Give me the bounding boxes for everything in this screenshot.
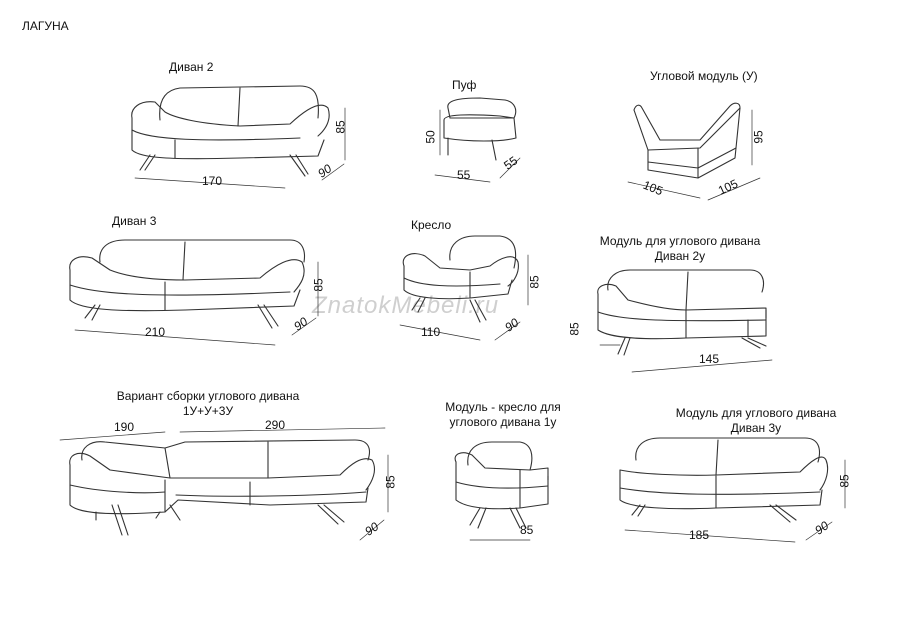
sofa-2u-width: 145 — [699, 352, 720, 366]
corner-sofa-right-width: 290 — [265, 418, 286, 432]
pouf-drawing — [434, 97, 521, 183]
armchair-1u-label-line1: Модуль - кресло для — [445, 400, 561, 414]
sofa-2-drawing — [131, 85, 346, 189]
corner-module-height: 95 — [751, 130, 766, 144]
page-title: ЛАГУНА — [22, 19, 69, 33]
sofa-2u-label-line1: Модуль для углового дивана — [599, 234, 761, 248]
pouf-width: 55 — [457, 168, 471, 182]
corner-sofa-height: 85 — [383, 475, 398, 489]
corner-sofa-label-line1: Вариант сборки углового дивана — [116, 389, 300, 403]
sofa-2u-module-drawing — [597, 269, 773, 373]
sofa-3-height: 85 — [311, 278, 326, 292]
armchair-label: Кресло — [411, 218, 452, 232]
armchair-1u-module-drawing — [454, 441, 549, 541]
sofa-3-drawing — [69, 239, 319, 346]
corner-module-label: Угловой модуль (У) — [650, 69, 758, 83]
armchair-1u-label-line2: углового дивана 1у — [449, 415, 557, 429]
sofa-2-height: 85 — [333, 120, 348, 134]
corner-sofa-label-line2: 1У+У+3У — [182, 404, 234, 418]
sofa-3u-width: 185 — [689, 528, 710, 542]
armchair-drawing — [399, 235, 529, 341]
sofa-3u-label-line1: Модуль для углового дивана — [675, 406, 837, 420]
corner-sofa-left-width: 190 — [114, 420, 135, 434]
corner-module-drawing — [627, 102, 761, 201]
armchair-width: 110 — [421, 325, 441, 339]
pouf-label: Пуф — [452, 78, 477, 92]
sofa-3-width: 210 — [145, 325, 166, 339]
sofa-2-label: Диван 2 — [169, 60, 214, 74]
sofa-2u-height: 85 — [567, 322, 582, 336]
armchair-1u-width: 85 — [520, 523, 534, 537]
sofa-2-width: 170 — [202, 174, 223, 188]
sofa-3u-module-drawing — [619, 437, 846, 543]
pouf-height: 50 — [423, 130, 438, 144]
corner-sofa-assembly-drawing — [59, 427, 389, 541]
sofa-3-label: Диван 3 — [112, 214, 157, 228]
sofa-3u-height: 85 — [837, 474, 852, 488]
sofa-2u-label-line2: Диван 2у — [654, 249, 706, 263]
sofa-3u-label-line2: Диван 3у — [730, 421, 782, 435]
armchair-height: 85 — [527, 275, 542, 289]
watermark: ZnatokMebeli.ru — [312, 292, 500, 319]
